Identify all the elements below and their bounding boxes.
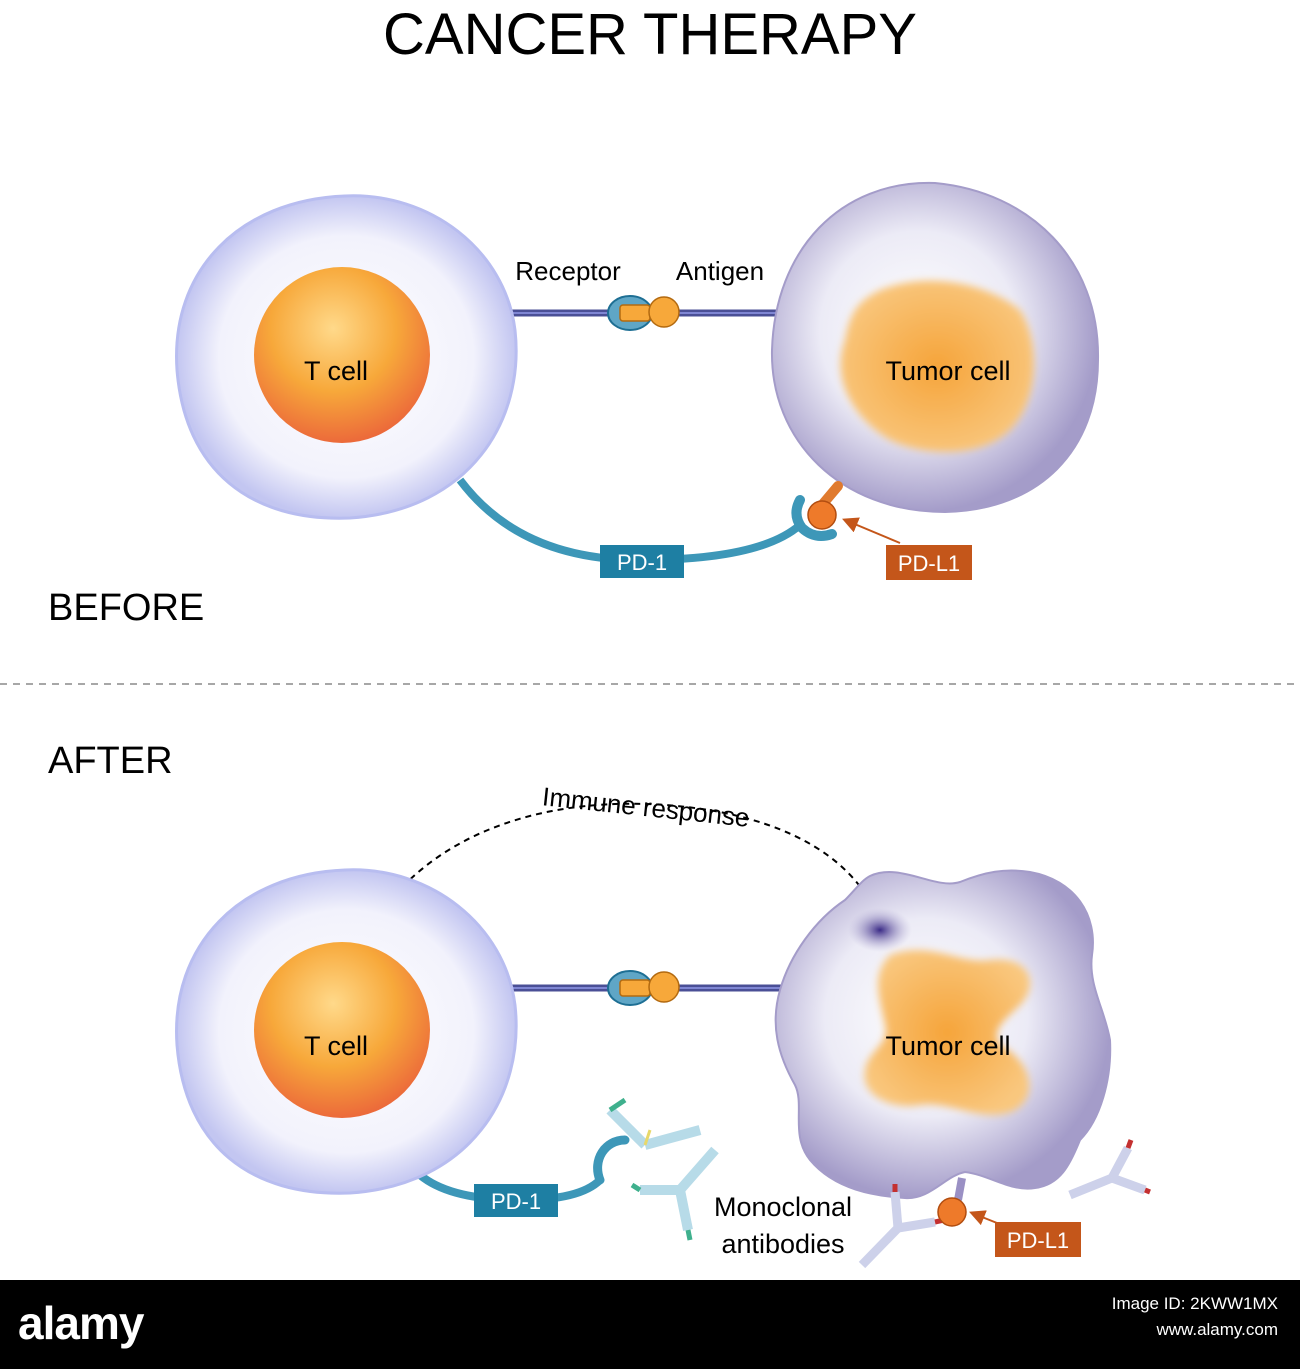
antigen-stem-icon xyxy=(619,304,651,322)
after-t-cell-label: T cell xyxy=(304,1031,368,1061)
antibody-icon xyxy=(1068,1139,1151,1200)
pd1-receptor-icon xyxy=(791,495,837,541)
after-tumor-nucleus xyxy=(864,950,1030,1115)
site-url: www.alamy.com xyxy=(1156,1320,1278,1339)
page-title: CANCER THERAPY xyxy=(383,2,917,67)
cancer-therapy-diagram: CANCER THERAPY T cell Tumor cell Recepto… xyxy=(0,2,1300,1269)
pd1-receptor-icon xyxy=(593,1135,630,1185)
after-pd1-tag xyxy=(474,1184,558,1217)
image-meta: Image ID: 2KWW1MX www.alamy.com xyxy=(1112,1294,1278,1340)
image-id: Image ID: 2KWW1MX xyxy=(1111,1294,1278,1313)
after-tumor-cell-label: Tumor cell xyxy=(885,1031,1010,1061)
after-pdl1-label: PD-L1 xyxy=(1007,1228,1069,1253)
antigen-icon xyxy=(648,296,680,328)
before-t-cell-nucleus xyxy=(254,267,430,443)
antibody-icon xyxy=(606,1097,702,1150)
pdl1-icon xyxy=(937,1197,967,1227)
after-pdl1-tag xyxy=(995,1222,1081,1257)
before-tumor-cell-label: Tumor cell xyxy=(885,356,1010,386)
after-tumor-cell: Tumor cell xyxy=(774,869,1112,1200)
alamy-logo: alamy xyxy=(18,1297,144,1349)
after-t-cell-nucleus xyxy=(254,942,430,1118)
before-receptor-antigen-complex xyxy=(607,295,680,331)
before-pd1-label: PD-1 xyxy=(617,550,667,575)
after-pd1-label: PD-1 xyxy=(491,1189,541,1214)
pdl1-icon xyxy=(807,500,837,530)
antibody-icon xyxy=(858,1184,945,1269)
before-pdl1-pointer xyxy=(842,517,901,544)
antibodies-label-line1: Monoclonal xyxy=(714,1192,852,1222)
before-tumor-nucleus xyxy=(840,280,1034,452)
before-pdl1-label: PD-L1 xyxy=(898,551,960,576)
pdl1-stem-icon xyxy=(954,1177,966,1201)
before-tumor-cell: Tumor cell xyxy=(770,181,1100,514)
antigen-icon xyxy=(648,971,680,1003)
immune-response-arrow xyxy=(394,802,884,926)
antibodies-label-line2: antibodies xyxy=(721,1229,844,1259)
antigen-stem-icon xyxy=(619,979,651,997)
before-pdl1-tag xyxy=(886,545,972,580)
membrane-damage-spot xyxy=(848,908,912,952)
after-receptor-antigen-complex xyxy=(607,970,680,1006)
after-heading: AFTER xyxy=(48,740,173,782)
before-pd1-pdl1-complex xyxy=(791,481,843,541)
before-pd1-tag xyxy=(600,545,684,578)
before-t-cell: T cell xyxy=(175,194,518,520)
before-heading: BEFORE xyxy=(48,587,204,629)
before-t-cell-label: T cell xyxy=(304,356,368,386)
immune-response-label: Immune response xyxy=(541,781,751,833)
antigen-label: Antigen xyxy=(676,256,764,286)
pd1-antibody-complex xyxy=(593,1097,719,1241)
receptor-label: Receptor xyxy=(515,256,621,286)
stock-footer: alamy Image ID: 2KWW1MX www.alamy.com xyxy=(0,1280,1300,1369)
antibody-icon xyxy=(630,1146,719,1241)
after-t-cell: T cell xyxy=(175,868,518,1195)
